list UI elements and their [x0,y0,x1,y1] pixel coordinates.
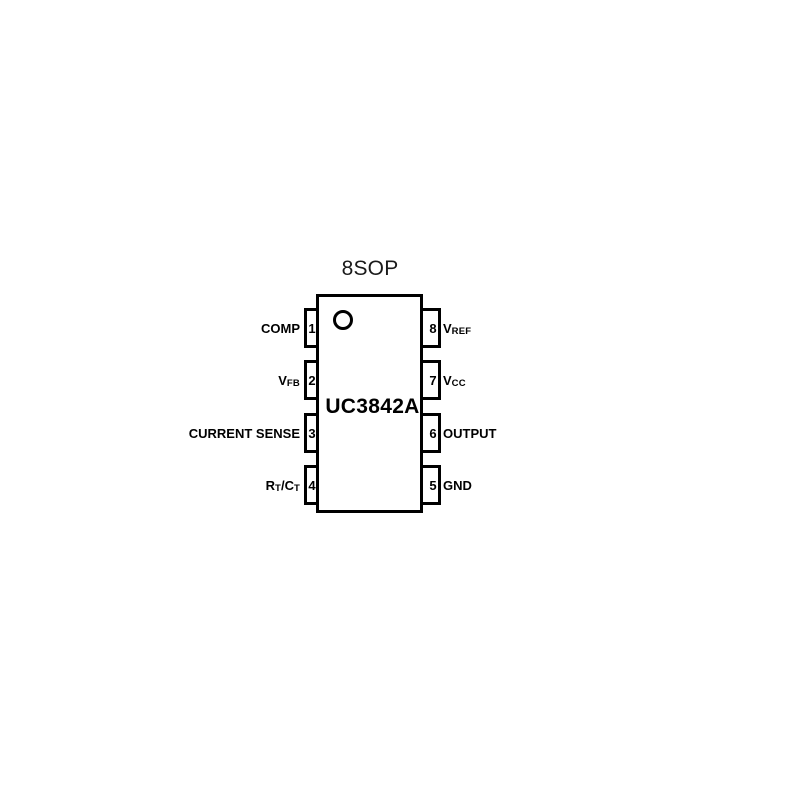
pin-name-text: COMP [261,321,300,336]
pin-number-label: 6 [429,425,437,441]
pin-number-label: 4 [308,477,316,493]
package-title-text: 8SOP [341,257,399,280]
pin-name-subscript: REF [451,326,472,337]
pin-name-label-4: RT/CT [266,479,300,493]
pin-name-label-2: VFB [278,374,300,388]
pin-number-label: 7 [429,372,437,388]
pin-name-text: V [278,373,287,388]
pin-number-label: 5 [429,477,437,493]
pin-name-subscript: T [274,483,281,494]
pin-name-text: CURRENT SENSE [188,426,300,441]
pin-name-subscript-2: T [293,483,300,494]
pin-name-text: V [443,373,452,388]
pin-name-text: OUTPUT [443,426,497,441]
pin-name-label-7: VCC [443,374,466,388]
pin-name-text: V [443,321,452,336]
pin-name-label-1: COMP [261,322,300,335]
pin-name-subscript: FB [286,378,300,389]
pin-name-label-5: GND [443,479,472,492]
pin-name-label-8: VREF [443,322,471,336]
pin-name-text: R [265,478,275,493]
part-number-label: UC3842A [325,394,420,418]
pin-number-label: 3 [308,425,316,441]
pin-name-label-3: CURRENT SENSE [189,427,300,440]
pin-name-text-2: /C [280,478,294,493]
pin-tab-6: 6 [419,413,441,453]
pin-name-label-6: OUTPUT [443,427,496,440]
pin-number-label: 8 [429,320,437,336]
pin-name-text: GND [443,478,472,493]
chip-body-outline: UC3842A [316,294,423,513]
pin-1-indicator-dot-icon [333,310,353,330]
pin-number-label: 1 [308,320,316,336]
pin-number-label: 2 [308,372,316,388]
package-title: 8SOP [0,258,800,279]
pin-name-subscript: CC [451,378,466,389]
